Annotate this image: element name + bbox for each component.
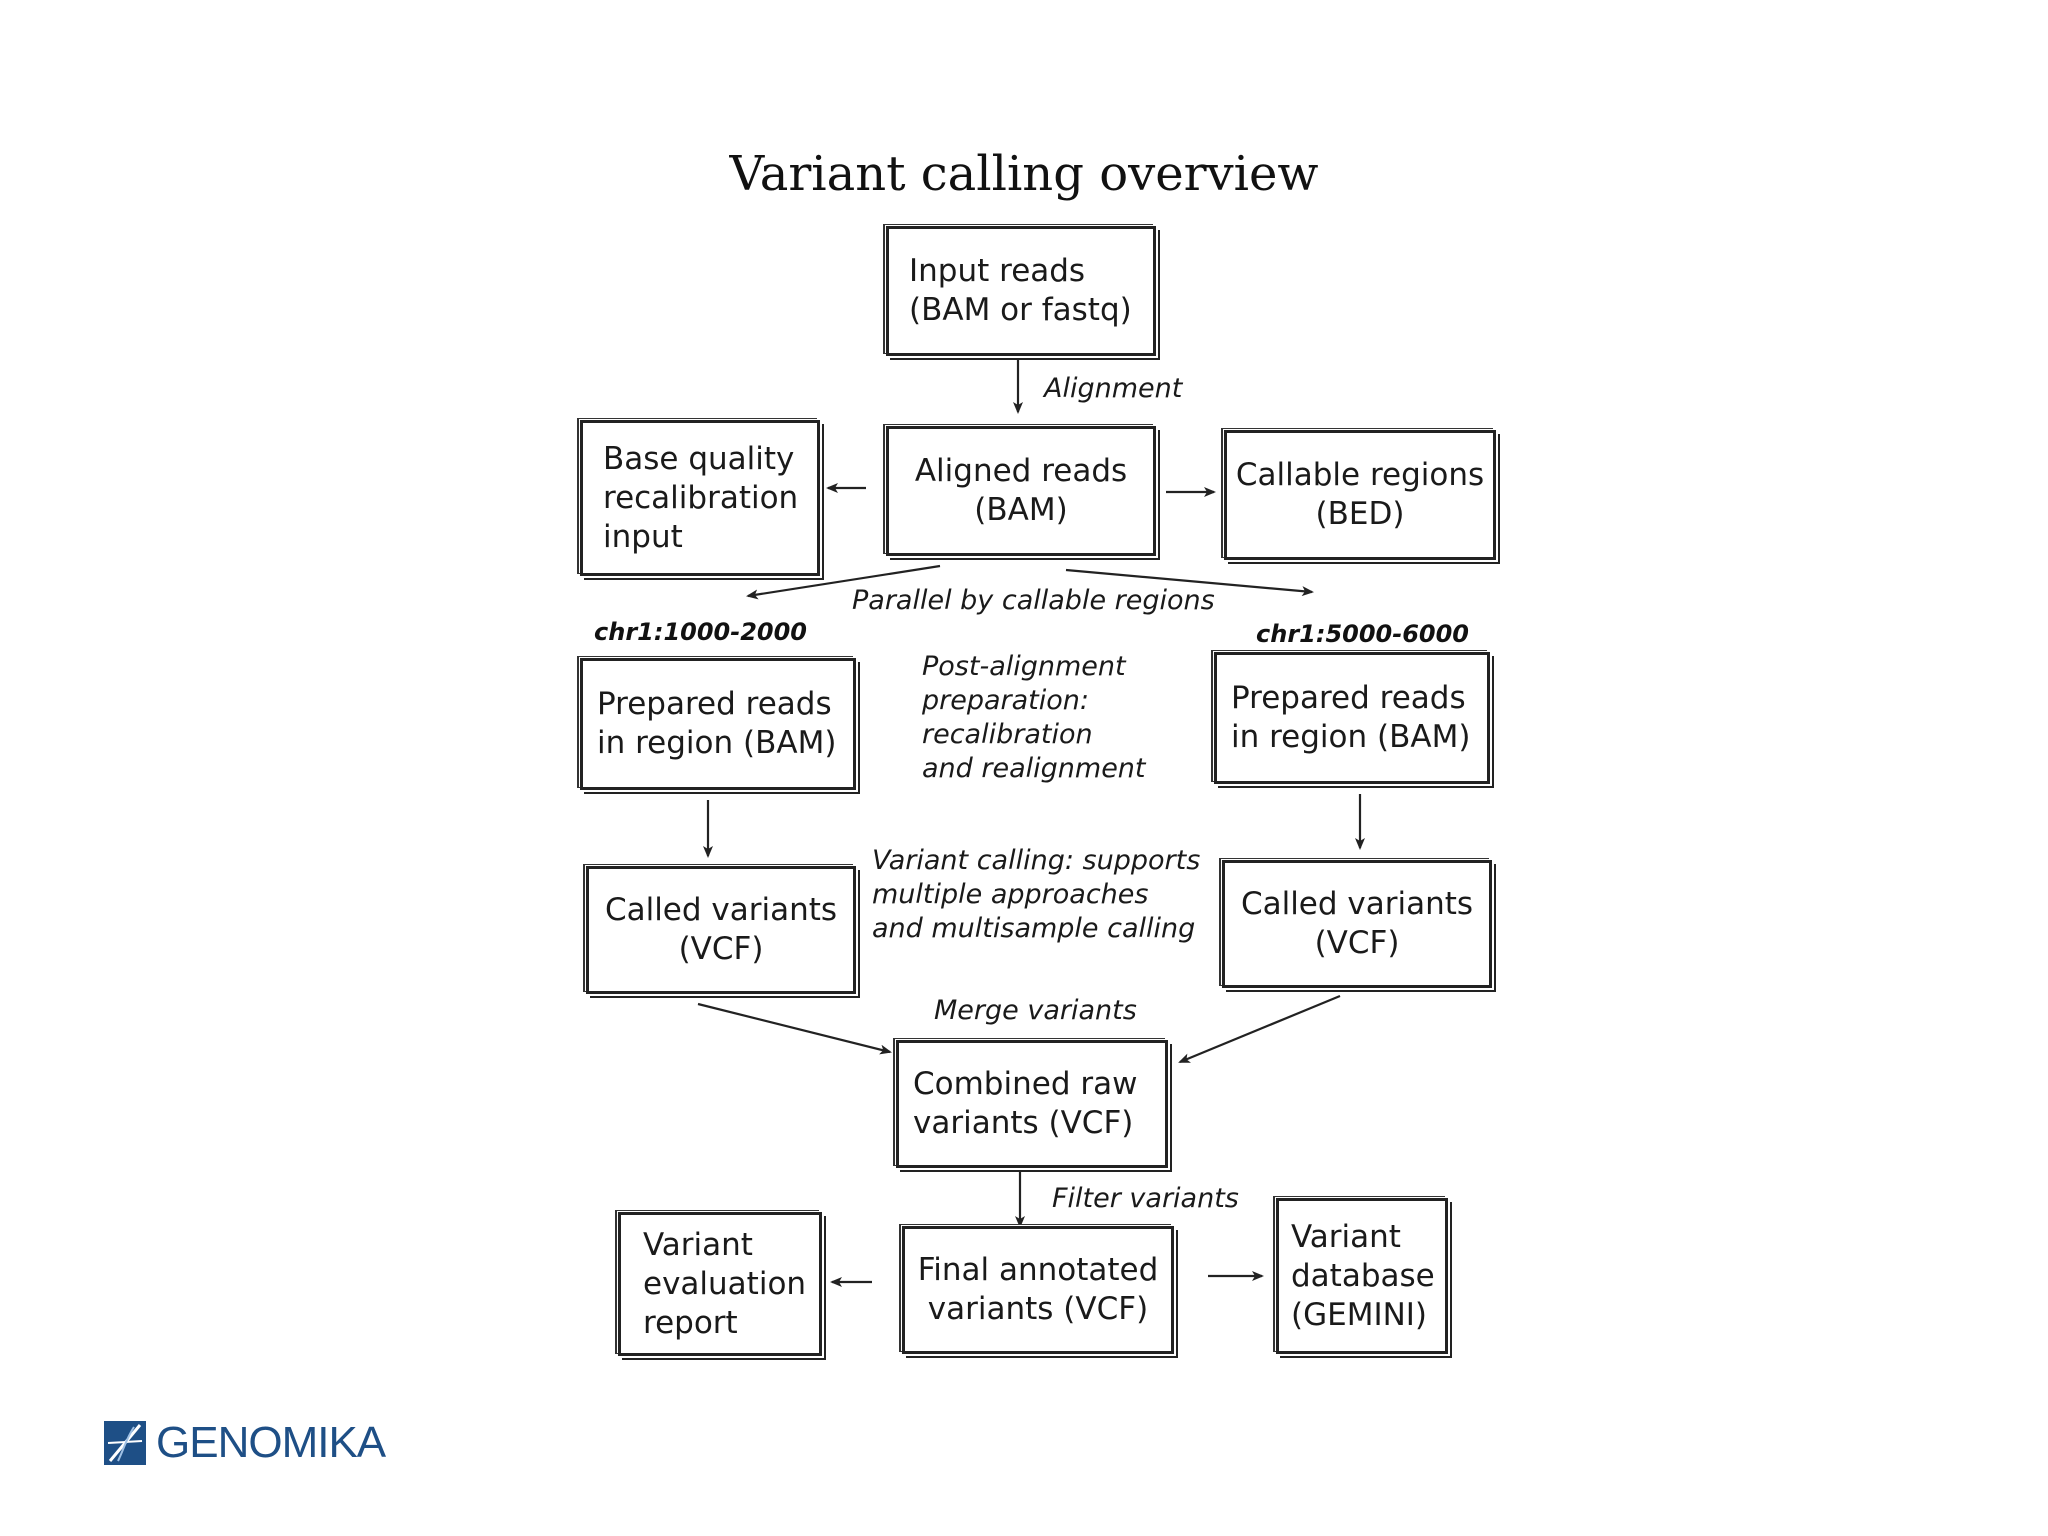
node-variant-database: Variant database (GEMINI): [1276, 1198, 1448, 1354]
genomika-logo: GENOMIKA: [104, 1418, 386, 1468]
arrow-parallel-right: [1065, 568, 1314, 597]
genomika-logo-mark-icon: [104, 1421, 146, 1465]
arrow-called-right-to-combined: [1178, 994, 1341, 1064]
node-aligned-reads: Aligned reads (BAM): [886, 426, 1156, 556]
node-input-reads: Input reads (BAM or fastq): [886, 226, 1156, 356]
region-label-right: chr1:5000-6000: [1256, 620, 1469, 648]
label-parallel: Parallel by callable regions: [852, 585, 1215, 616]
node-called-variants-left: Called variants (VCF): [586, 866, 856, 994]
node-bqsr-input: Base quality recalibration input: [580, 420, 820, 576]
label-merge: Merge variants: [934, 995, 1137, 1026]
label-post-alignment: Post-alignment preparation: recalibratio…: [922, 651, 1146, 784]
diagram-title: Variant calling overview: [729, 146, 1319, 202]
node-variant-evaluation-report: Variant evaluation report: [618, 1212, 822, 1356]
node-final-annotated-variants: Final annotated variants (VCF): [902, 1226, 1174, 1354]
node-callable-regions: Callable regions (BED): [1224, 430, 1496, 560]
node-prepared-reads-right: Prepared reads in region (BAM): [1214, 652, 1490, 784]
region-label-left: chr1:1000-2000: [594, 618, 807, 646]
arrow-parallel-left: [746, 564, 941, 600]
brand-name: GENOMIKA: [156, 1418, 386, 1467]
node-combined-raw-variants: Combined raw variants (VCF): [896, 1040, 1168, 1168]
label-alignment: Alignment: [1044, 373, 1183, 404]
label-variant-calling: Variant calling: supports multiple appro…: [872, 845, 1201, 944]
node-called-variants-right: Called variants (VCF): [1222, 860, 1492, 988]
label-filter: Filter variants: [1052, 1183, 1239, 1214]
node-prepared-reads-left: Prepared reads in region (BAM): [580, 658, 856, 790]
arrow-called-left-to-combined: [697, 1002, 892, 1055]
